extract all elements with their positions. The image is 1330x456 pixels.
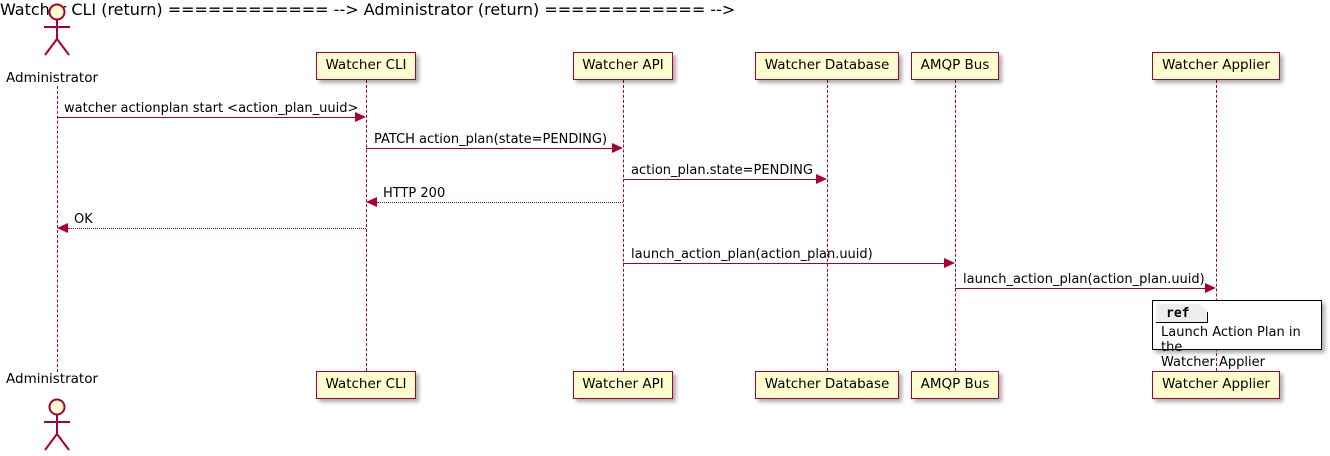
stick-figure-icon [44,3,70,56]
message-label-3: action_plan.state=PENDING [631,163,813,178]
actor-label-administrator-bottom: Administrator [6,371,99,387]
message-label-1: watcher actionplan start <action_plan_uu… [64,101,359,116]
arrowhead-3 [816,174,827,184]
participant-box-watcher-database-bottom[interactable]: Watcher Database [755,371,899,399]
message-label-2: PATCH action_plan(state=PENDING) [374,132,608,147]
lifeline-watcher-applier [1216,80,1217,371]
actor-administrator-bottom [40,398,74,452]
participant-box-watcher-database-top[interactable]: Watcher Database [755,52,899,80]
message-label-5: OK [74,212,93,227]
participant-box-watcher-applier-bottom[interactable]: Watcher Applier [1152,371,1280,399]
message-arrow-7 [955,288,1207,289]
lifeline-amqp-bus [955,80,956,371]
message-label-6: launch_action_plan(action_plan.uuid) [631,247,873,262]
ref-fragment-tag: ref [1156,304,1208,323]
arrowhead-7 [1205,283,1216,293]
ref-fragment-text: Launch Action Plan in the Watcher Applie… [1161,325,1315,370]
lifeline-watcher-database [827,80,828,371]
participant-box-amqp-bus-bottom[interactable]: AMQP Bus [911,371,999,399]
ref-fragment-line-1: Launch Action Plan in the [1161,325,1301,355]
arrowhead-6 [944,258,955,268]
actor-administrator-top [40,3,74,57]
message-arrow-6 [623,263,946,264]
actor-label-administrator-top: Administrator [6,70,99,86]
lifeline-watcher-cli [366,80,367,371]
arrowhead-4 [366,197,377,207]
participant-box-amqp-bus-top[interactable]: AMQP Bus [911,52,999,80]
participant-box-watcher-api-bottom[interactable]: Watcher API [573,371,673,399]
participant-box-watcher-applier-top[interactable]: Watcher Applier [1152,52,1280,80]
message-arrow-1 [57,117,357,118]
message-arrow-5 [68,228,366,229]
lifeline-watcher-api [623,80,624,371]
message-label-7: launch_action_plan(action_plan.uuid) [963,272,1205,287]
message-arrow-2 [366,148,614,149]
ref-fragment-box[interactable]: ref Launch Action Plan in the Watcher Ap… [1152,300,1322,370]
participant-box-watcher-api-top[interactable]: Watcher API [573,52,673,80]
arrowhead-1 [355,112,366,122]
message-label-4: HTTP 200 [383,186,446,201]
participant-box-watcher-cli-bottom[interactable]: Watcher CLI [316,371,416,399]
stick-figure-icon [44,398,70,451]
participant-box-watcher-cli-top[interactable]: Watcher CLI [316,52,416,80]
ref-fragment-line-2: Watcher Applier [1161,355,1265,370]
message-arrow-4 [377,202,623,203]
arrowhead-5 [57,223,68,233]
message-arrow-3 [623,179,818,180]
arrowhead-2 [612,143,623,153]
